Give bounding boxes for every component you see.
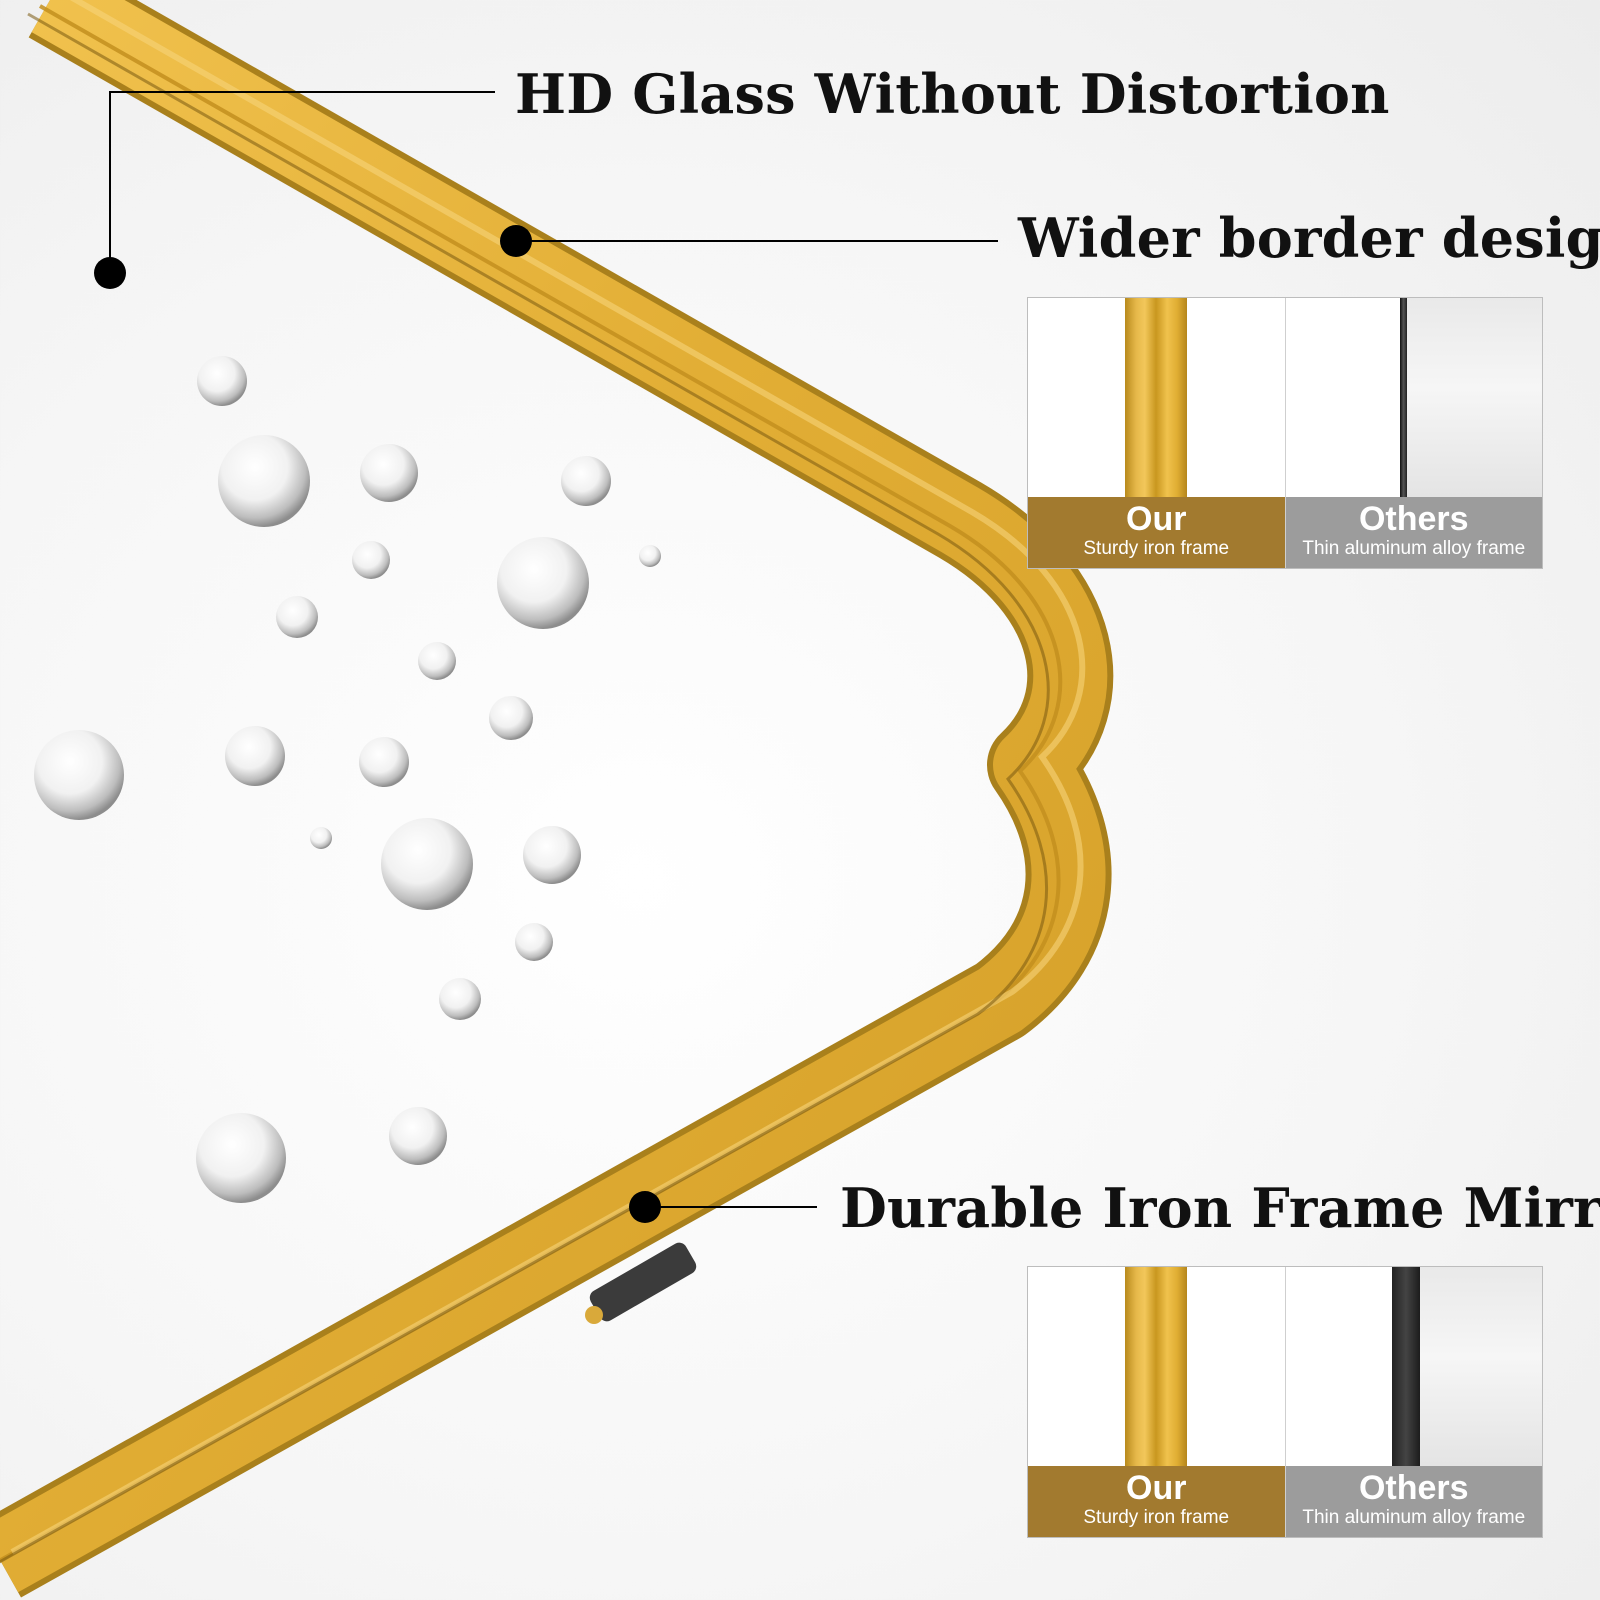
our-subtitle: Sturdy iron frame: [1083, 1507, 1230, 1528]
others-subtitle: Thin aluminum alloy frame: [1302, 1507, 1526, 1528]
gold-frame: [0, 0, 1114, 1598]
others-title: Others: [1358, 500, 1469, 538]
others-label: Others Thin aluminum alloy frame: [1285, 497, 1542, 568]
our-frame-sample: Our Sturdy iron frame: [1028, 298, 1285, 568]
gold-frame-sample: [1125, 1267, 1187, 1466]
water-droplet-icon: [225, 726, 285, 786]
water-droplet-icon: [418, 642, 456, 680]
water-droplet-icon: [639, 545, 661, 567]
water-droplet-icon: [523, 826, 581, 884]
water-droplet-icon: [196, 1113, 286, 1203]
water-droplet-icon: [197, 356, 247, 406]
water-droplet-icon: [497, 537, 589, 629]
others-frame-sample: Others Thin aluminum alloy frame: [1284, 298, 1542, 568]
our-label: Our Sturdy iron frame: [1028, 497, 1285, 568]
water-droplet-icon: [561, 456, 611, 506]
comparison-panel-material: Our Sturdy iron frame Others Thin alumin…: [1027, 1266, 1543, 1538]
others-subtitle: Thin aluminum alloy frame: [1302, 538, 1526, 559]
callout-hd-glass: [94, 91, 495, 289]
gold-frame-sample: [1125, 298, 1187, 497]
water-droplet-icon: [218, 435, 310, 527]
headline-hd-glass: HD Glass Without Distortion: [515, 62, 1390, 126]
water-droplet-icon: [310, 827, 332, 849]
our-frame-sample: Our Sturdy iron frame: [1028, 1267, 1285, 1537]
callout-dot-icon: [500, 225, 532, 257]
our-title: Our: [1126, 500, 1187, 538]
headline-durable-frame: Durable Iron Frame Mirror: [840, 1176, 1600, 1240]
others-label: Others Thin aluminum alloy frame: [1285, 1466, 1542, 1537]
water-droplet-icon: [489, 696, 533, 740]
thin-frame-sample: [1399, 298, 1407, 497]
water-droplet-icon: [515, 923, 553, 961]
others-frame-sample: Others Thin aluminum alloy frame: [1284, 1267, 1542, 1537]
water-droplet-icon: [359, 737, 409, 787]
water-droplets: [34, 356, 661, 1203]
hinge-icon: [585, 1242, 697, 1324]
callout-durable-frame: [629, 1191, 817, 1223]
water-droplet-icon: [34, 730, 124, 820]
our-title: Our: [1126, 1469, 1187, 1507]
glass-sample: [1406, 298, 1542, 497]
callout-dot-icon: [94, 257, 126, 289]
our-subtitle: Sturdy iron frame: [1083, 538, 1230, 559]
glass-sample: [1419, 1267, 1542, 1466]
water-droplet-icon: [381, 818, 473, 910]
thin-frame-sample: [1391, 1267, 1420, 1466]
water-droplet-icon: [360, 444, 418, 502]
our-label: Our Sturdy iron frame: [1028, 1466, 1285, 1537]
callout-dot-icon: [629, 1191, 661, 1223]
others-title: Others: [1358, 1469, 1469, 1507]
water-droplet-icon: [276, 596, 318, 638]
water-droplet-icon: [352, 541, 390, 579]
water-droplet-icon: [389, 1107, 447, 1165]
headline-wider-border: Wider border design: [1018, 206, 1600, 270]
water-droplet-icon: [439, 978, 481, 1020]
callout-wider-border: [500, 225, 998, 257]
comparison-panel-border: Our Sturdy iron frame Others Thin alumin…: [1027, 297, 1543, 569]
